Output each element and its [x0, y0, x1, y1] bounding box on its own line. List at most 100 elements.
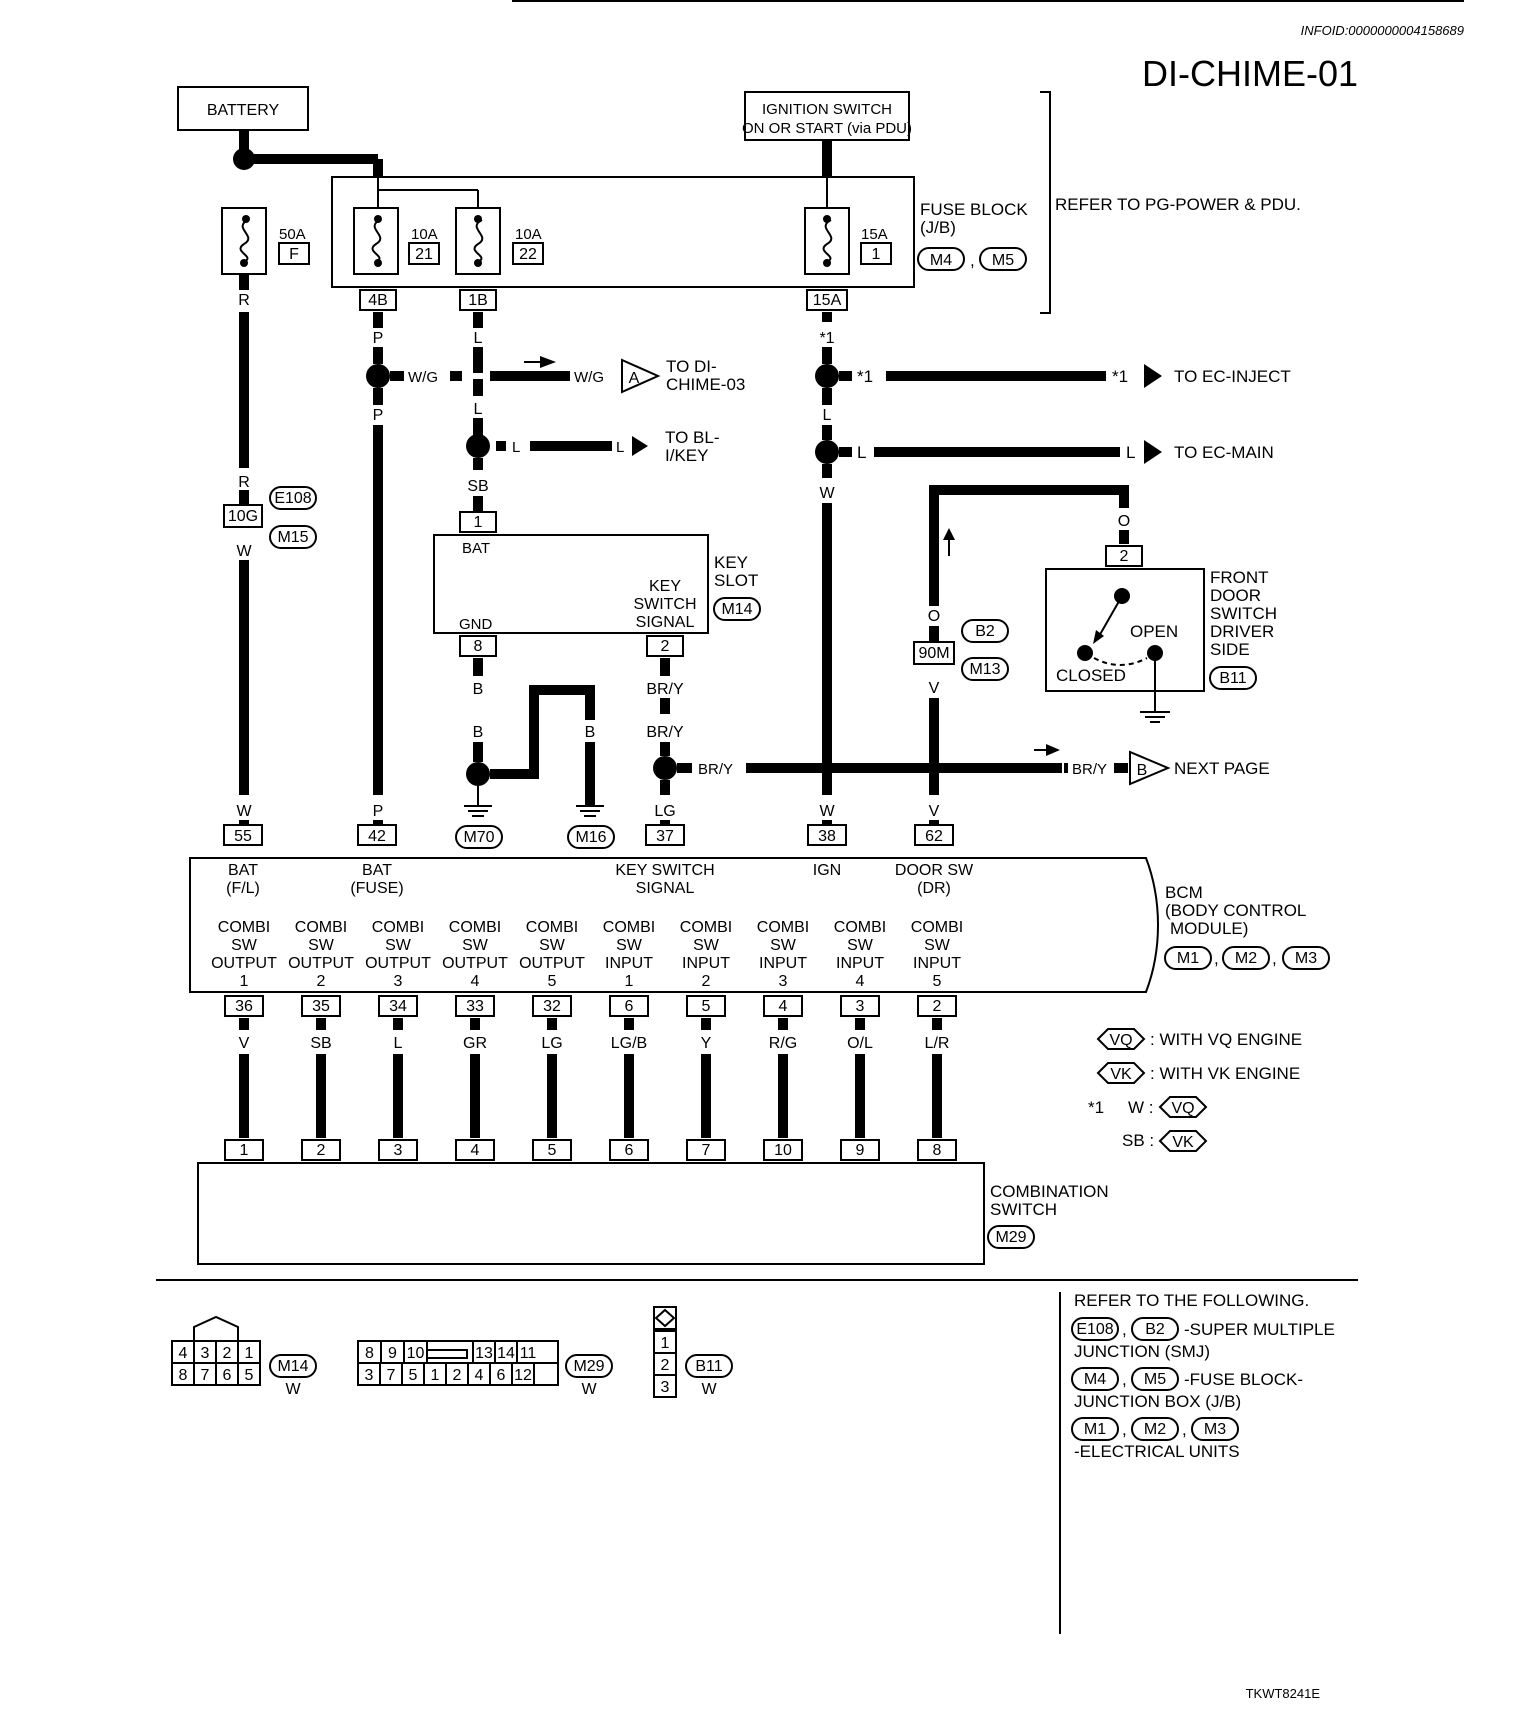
- bcm-combi-label: 5: [548, 973, 557, 990]
- to-di-chime-03-1: TO DI-: [666, 357, 717, 376]
- bcm-combi-label: COMBI: [449, 919, 501, 936]
- connector-m29: M29: [995, 1229, 1026, 1246]
- bcm-pin-42: 42: [368, 828, 386, 845]
- m14-cav-1: 1: [245, 1345, 254, 1362]
- bcm-combi-label: OUTPUT: [519, 955, 585, 972]
- refer-bracket: [1040, 91, 1051, 314]
- wire-label-p1: P: [373, 330, 384, 347]
- wire-label-b2: B: [473, 724, 484, 741]
- wire-label-star1-2: *1: [857, 367, 873, 386]
- ignition-switch-box: [744, 91, 910, 141]
- fuse-15a-amp: 15A: [861, 226, 888, 243]
- m29-cavity: 3: [365, 1367, 374, 1384]
- wire-label-r2: R: [238, 474, 250, 491]
- bcm-combi-pin-box: [609, 995, 649, 1017]
- m29-cavity: 10: [407, 1345, 425, 1362]
- splice-p: [366, 364, 390, 388]
- bcm-combi-label: 1: [625, 973, 634, 990]
- combi-wire-color: LG: [541, 1035, 562, 1052]
- key-slot-pin-8: 8: [474, 638, 483, 655]
- to-ec-main: TO EC-MAIN: [1174, 443, 1274, 462]
- bcm-combi-pin: 5: [702, 998, 711, 1015]
- refer-m1: M1: [1084, 1421, 1106, 1438]
- m29-cavity: 9: [388, 1345, 397, 1362]
- wire-label-o2: O: [928, 608, 940, 625]
- combination-switch-pin: 2: [317, 1142, 326, 1159]
- combination-switch-pin: 1: [240, 1142, 249, 1159]
- connector-m2: M2: [1235, 950, 1257, 967]
- refer-m3: M3: [1204, 1421, 1226, 1438]
- key-slot-sig-3: SIGNAL: [636, 614, 695, 631]
- comma: ,: [1214, 949, 1219, 968]
- door-switch-title-3: SWITCH: [1210, 604, 1277, 623]
- to-bl-key-2: I/KEY: [665, 446, 708, 465]
- info-id: INFOID:0000000004158689: [1301, 23, 1464, 38]
- m14-cav-2: 2: [223, 1345, 232, 1362]
- refer-m4: M4: [1084, 1371, 1106, 1388]
- wire-label-bry1: BR/Y: [646, 681, 684, 698]
- connector-view-m14: [171, 1315, 261, 1386]
- refer-eu: -ELECTRICAL UNITS: [1074, 1442, 1240, 1461]
- wire-label-o1: O: [1118, 513, 1130, 530]
- bcm-combi-pin: 4: [779, 998, 788, 1015]
- wire-label-star1: *1: [819, 330, 834, 347]
- combination-switch-pin: 8: [933, 1142, 942, 1159]
- combination-switch-pin: 5: [548, 1142, 557, 1159]
- bcm-pin-38: 38: [818, 828, 836, 845]
- combi-wire-color: V: [239, 1035, 250, 1052]
- combination-switch-pin-box: [686, 1139, 726, 1161]
- wire-label-wg2: W/G: [574, 369, 604, 386]
- door-switch-title-5: SIDE: [1210, 640, 1250, 659]
- splice-bry: [653, 756, 677, 780]
- bcm-key-sw-2: SIGNAL: [636, 880, 695, 897]
- m29-cavity: 13: [475, 1345, 493, 1362]
- figure-code: TKWT8241E: [1246, 1686, 1321, 1701]
- b11-cav-2: 2: [661, 1357, 670, 1374]
- b11-view-tag: B11: [695, 1358, 722, 1375]
- bcm-bat-fuse-1: BAT: [362, 862, 392, 879]
- key-slot-sig-2: SWITCH: [633, 596, 696, 613]
- bcm-combi-label: OUTPUT: [365, 955, 431, 972]
- fuse-15a: [804, 207, 850, 275]
- key-slot-box: [433, 534, 709, 634]
- joint-10g: [223, 504, 263, 528]
- key-slot-gnd: GND: [459, 616, 493, 633]
- combination-switch-box: [197, 1162, 985, 1265]
- bcm-combi-pin-box: [378, 995, 418, 1017]
- connector-a-label: A: [629, 370, 640, 387]
- m29-color: W: [581, 1381, 597, 1398]
- combination-switch-pin-box: [609, 1139, 649, 1161]
- bcm-combi-label: SW: [770, 937, 797, 954]
- m29-cavity: 7: [387, 1367, 396, 1384]
- legend-w: W :: [1128, 1098, 1154, 1117]
- fuse-block-label-1: FUSE BLOCK: [920, 200, 1028, 219]
- connector-m14: M14: [721, 601, 752, 618]
- bcm-combi-label: OUTPUT: [442, 955, 508, 972]
- connector-b11: B11: [1219, 670, 1246, 687]
- wire-label-v1: V: [929, 680, 940, 697]
- bcm-pin-62: 62: [925, 828, 943, 845]
- b11-color: W: [701, 1381, 717, 1398]
- combination-switch-pin-box: [917, 1139, 957, 1161]
- bcm-combi-pin-box: [301, 995, 341, 1017]
- connector-m1: M1: [1177, 950, 1199, 967]
- m14-cav-3: 3: [201, 1345, 210, 1362]
- bcm-combi-label: SW: [693, 937, 720, 954]
- bcm-combi-pin: 6: [625, 998, 634, 1015]
- m29-cavity: 14: [497, 1345, 515, 1362]
- connector-view-b11: [653, 1306, 677, 1398]
- m29-cavity: 4: [475, 1367, 484, 1384]
- bcm-combi-label: SW: [308, 937, 335, 954]
- legend-vk-tag: VK: [1110, 1066, 1132, 1083]
- comma: ,: [1122, 1420, 1127, 1439]
- wire-label-l5: L: [823, 407, 832, 424]
- splice-ign-2: [815, 440, 839, 464]
- fuse-22-num: 22: [519, 246, 537, 263]
- bcm-title-3: MODULE): [1170, 919, 1248, 938]
- bcm-combi-label: SW: [539, 937, 566, 954]
- m14-cav-5: 5: [245, 1367, 254, 1384]
- wire-label-p3: P: [373, 803, 384, 820]
- ignition-label-1: IGNITION SWITCH: [762, 101, 892, 118]
- bcm-door-sw-2: (DR): [917, 880, 951, 897]
- bcm-combi-label: 3: [394, 973, 403, 990]
